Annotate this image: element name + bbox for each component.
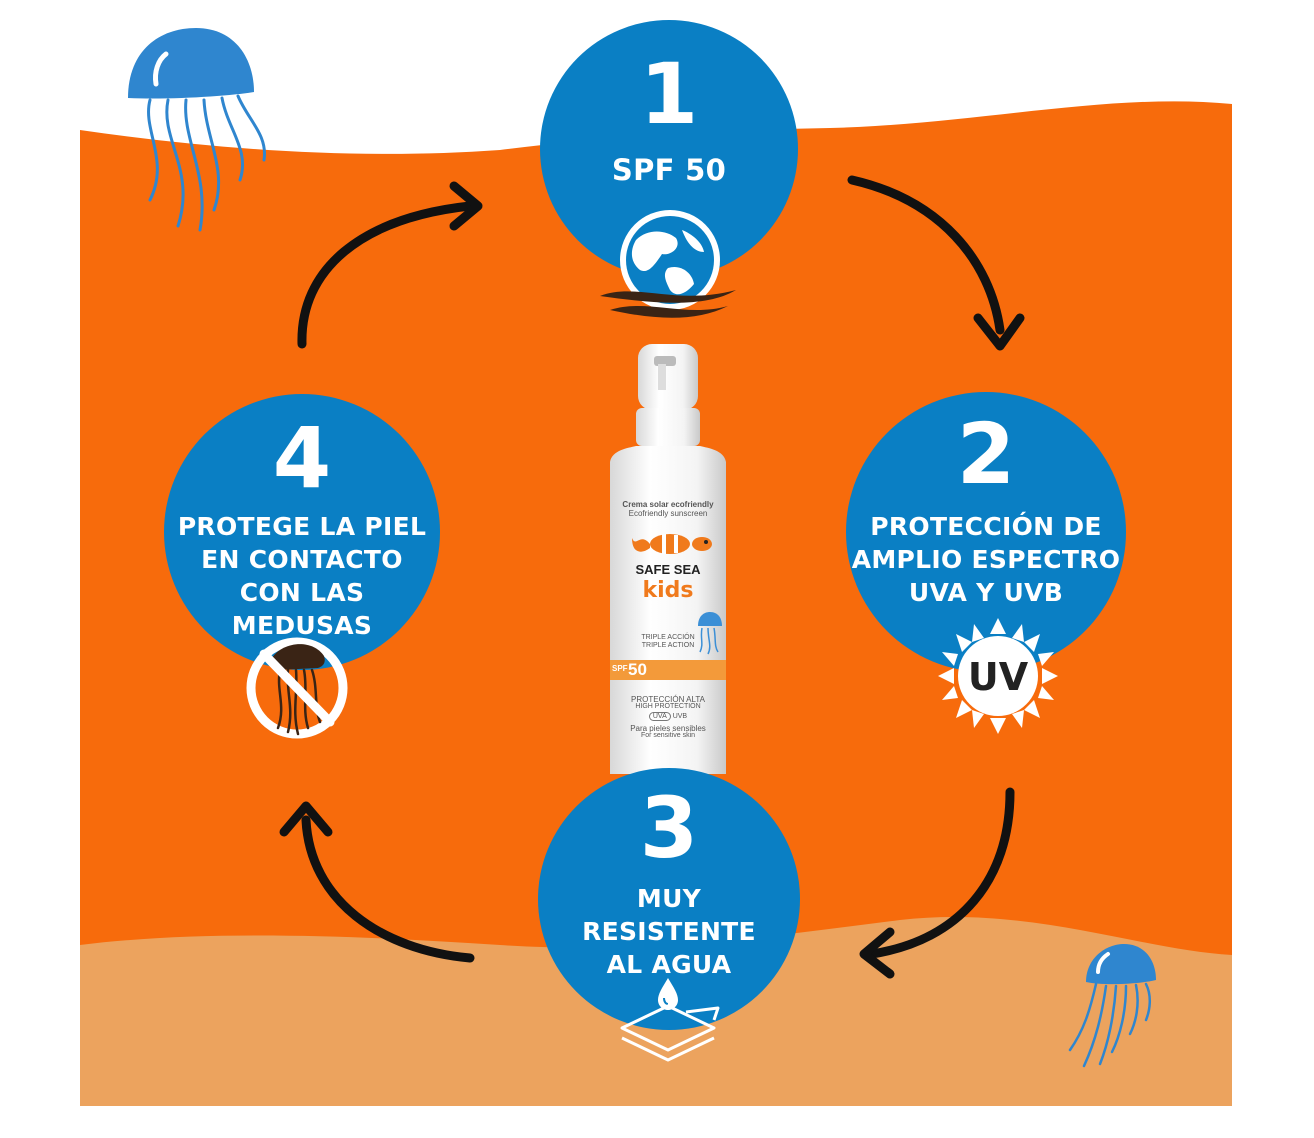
no-jellyfish-icon [246, 637, 348, 739]
step-4-number: 4 [272, 409, 332, 507]
bottle-prot2: HIGH PROTECTION [635, 703, 701, 710]
step-3-circle: 3 MUY RESISTENTE AL AGUA [538, 768, 800, 1030]
bottle-line2: Ecofriendly sunscreen [628, 509, 708, 518]
bottle-uva: UVA [648, 712, 671, 721]
step-4-circle: 4 PROTEGE LA PIEL EN CONTACTO CON LAS ME… [164, 394, 440, 670]
bottle-skin2: For sensitive skin [640, 732, 696, 739]
water-resistant-icon [620, 978, 720, 1062]
jellyfish-icon [128, 28, 266, 232]
bottle-line1: Crema solar ecofriendly [622, 500, 714, 509]
arrow-4-to-1 [297, 201, 475, 349]
arrow-1-to-2 [847, 175, 1005, 335]
step-2-number: 2 [956, 405, 1016, 503]
arrow-3-to-4 [301, 815, 475, 963]
step-3-number: 3 [639, 779, 699, 877]
sunscreen-bottle: Crema solar ecofriendly Ecofriendly suns… [598, 342, 738, 782]
step-2-circle: 2 PROTECCIÓN DE AMPLIO ESPECTRO UVA Y UV… [846, 392, 1126, 672]
step-1-label: SPF 50 [611, 153, 727, 187]
arrow-head [279, 801, 333, 837]
bottle-uv-row: UVA UVB [598, 712, 738, 721]
bottle-spf-prefix: SPF [612, 664, 628, 673]
step-4-label: PROTEGE LA PIEL EN CONTACTO CON LAS MEDU… [177, 512, 427, 640]
bottle-spf: 50 [628, 660, 647, 679]
cycle-arrows [279, 175, 1025, 979]
clownfish-icon [632, 534, 712, 554]
arrow-head [973, 313, 1025, 351]
bottle-triple1: TRIPLE ACCIÓN [641, 634, 695, 641]
jellyfish-icon [1068, 944, 1156, 1068]
jellyfish-icon [698, 612, 722, 655]
arrow-2-to-3 [867, 787, 1015, 959]
bottle-product: kids [642, 578, 694, 603]
step-2-label: PROTECCIÓN DE AMPLIO ESPECTRO UVA Y UVB [851, 512, 1121, 607]
step-1-number: 1 [639, 45, 699, 143]
arrow-head [859, 927, 895, 979]
uv-badge: UV [968, 655, 1029, 699]
bottle-triple2: TRIPLE ACTION [641, 642, 695, 649]
bottle-brand: SAFE SEA [635, 562, 701, 577]
bottle-prot1: PROTECCIÓN ALTA [631, 695, 705, 704]
sun-uv-icon: UV [938, 618, 1058, 734]
bottle-uvb: UVB [672, 713, 688, 720]
bottle-shape [610, 344, 726, 774]
arrow-head [449, 181, 483, 231]
globe-icon [600, 210, 736, 318]
step-3-label: MUY RESISTENTE AL AGUA [582, 884, 756, 979]
bottle-skin1: Para pieles sensibles [630, 724, 706, 733]
